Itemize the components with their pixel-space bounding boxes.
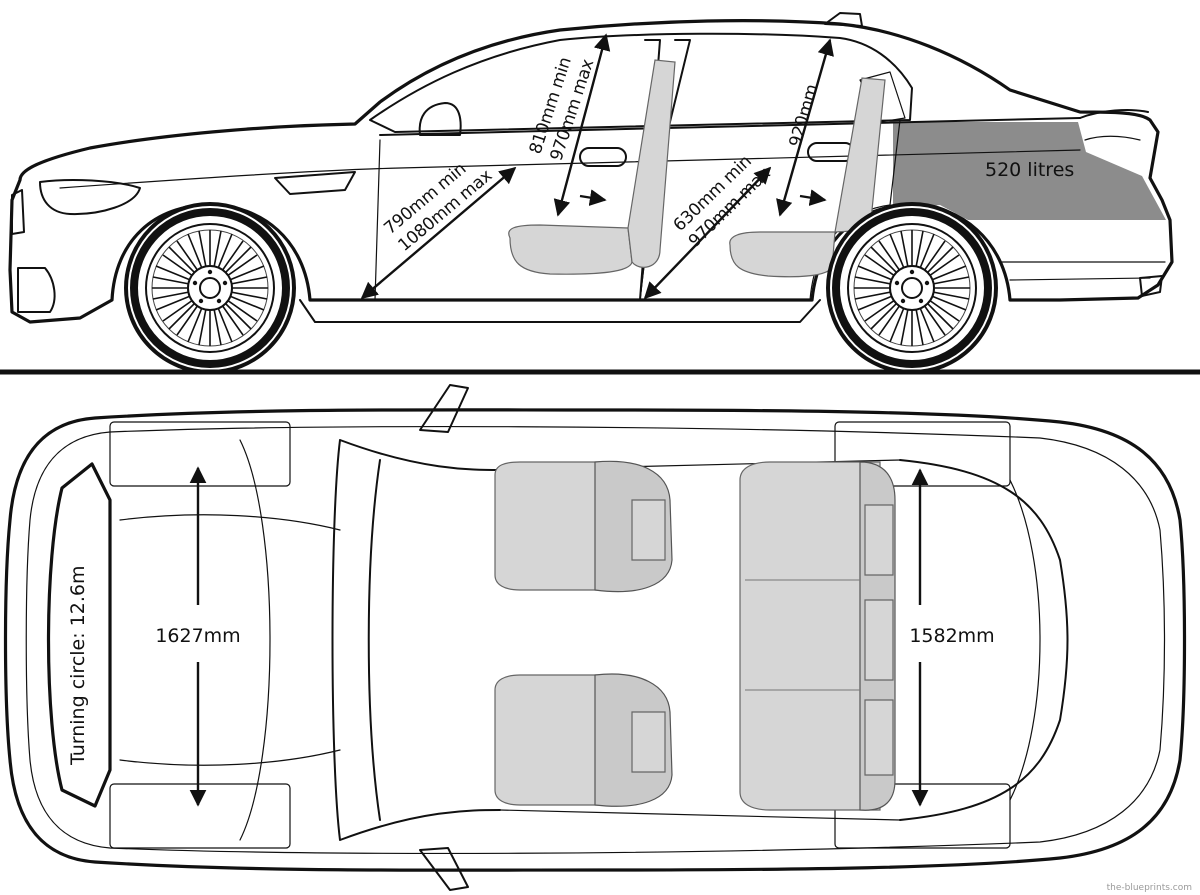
turning-circle-label: Turning circle: 12.6m <box>67 566 89 767</box>
rear-wheel <box>828 204 996 372</box>
headlight <box>39 179 141 216</box>
mirror <box>418 102 462 136</box>
front-left-seat-top <box>494 460 673 593</box>
boot-volume-label: 520 litres <box>985 159 1074 181</box>
front-seat-back <box>627 59 676 268</box>
turning-circle-tag <box>46 462 112 808</box>
side-body-outline <box>8 19 1174 324</box>
rear-seat-base <box>729 231 836 278</box>
left-mirror-top <box>419 384 469 433</box>
top-view: Turning circle: 12.6m 1627mm 1582mm <box>3 384 1187 891</box>
rear-bench-top <box>739 461 896 811</box>
rear-window <box>899 459 1069 821</box>
greenhouse <box>369 32 913 133</box>
rear-headroom-label: 920mm <box>786 82 823 149</box>
front-seat-base <box>508 224 633 275</box>
front-track-label: 1627mm <box>155 625 240 647</box>
right-mirror-top <box>419 847 469 891</box>
boot-area <box>893 122 1166 220</box>
rear-track-label: 1582mm <box>909 625 994 647</box>
side-rocker <box>299 299 821 323</box>
watermark: the-blueprints.com <box>1107 883 1192 893</box>
front-right-seat-top <box>494 673 673 807</box>
front-wheel <box>126 204 294 372</box>
side-view: 790mm min 1080mm max 810mm min 970mm max… <box>0 12 1200 372</box>
top-body-outline <box>3 408 1187 872</box>
windscreen <box>331 439 501 841</box>
